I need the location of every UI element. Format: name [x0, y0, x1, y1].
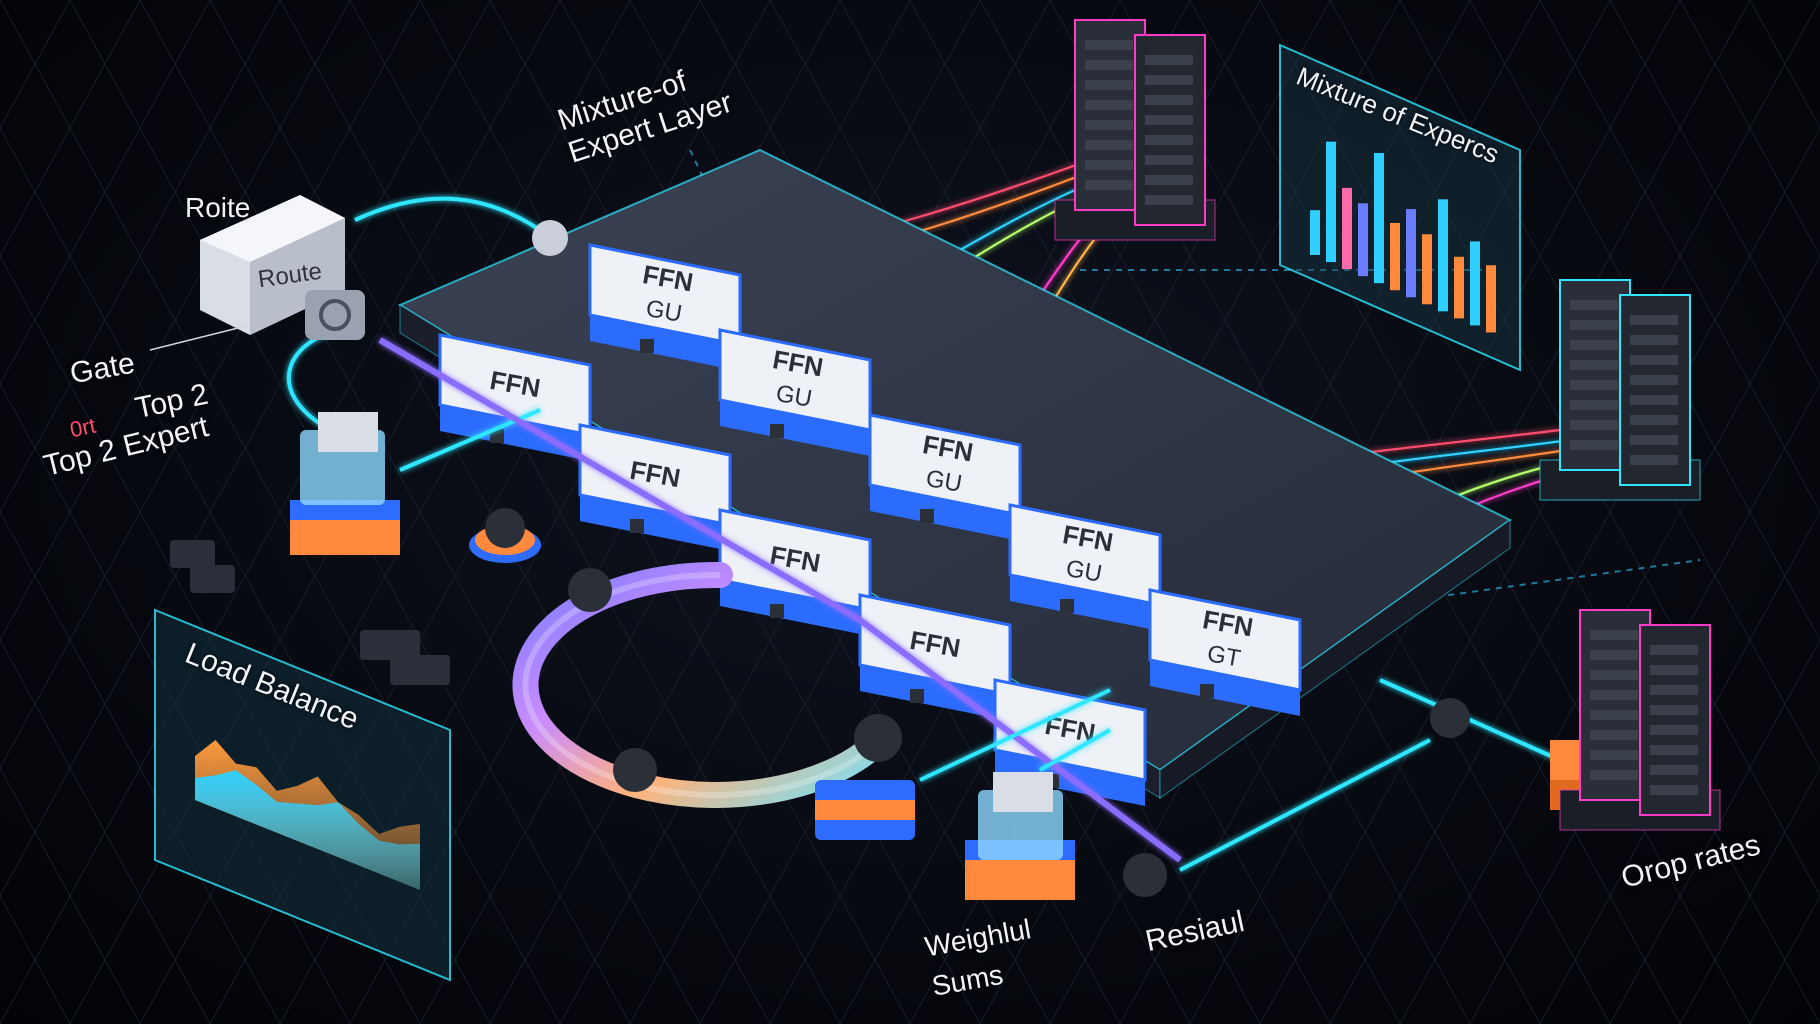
server-rack-icon [1559, 609, 1721, 831]
load-area-series-b [195, 770, 420, 890]
moe-bar [1406, 209, 1416, 298]
gate-cube-icon [290, 412, 400, 555]
expert-sublabel: GU [924, 465, 964, 498]
expert-block: FFN [438, 333, 592, 461]
server-cluster [1054, 19, 1721, 831]
expert-block: FFN [718, 508, 872, 636]
moe-bar [1326, 141, 1336, 263]
expert-sublabel: GU [1064, 555, 1104, 588]
coupler-icon [469, 220, 1470, 897]
expert-sublabel: GT [1205, 640, 1243, 672]
server-rack-icon [1539, 279, 1701, 501]
callout-lines [149, 324, 251, 351]
load-balance-chart [195, 740, 420, 890]
moe-chart-bars [1310, 141, 1496, 333]
moe-bar [1342, 187, 1352, 270]
moe-bar [1486, 265, 1496, 333]
moe-bar [1390, 223, 1400, 291]
moe-bar [1374, 152, 1384, 284]
router-caption: Roite [185, 192, 251, 223]
key-blocks [170, 540, 450, 685]
moe-chart-panel [1279, 43, 1521, 372]
load-balance-panel [154, 608, 451, 982]
moe-bar [1454, 256, 1464, 319]
server-rack-icon [1054, 19, 1216, 241]
expert-block: FFN [578, 423, 732, 551]
expert-sublabel: GU [774, 380, 814, 413]
moe-bar [1358, 203, 1368, 277]
moe-bar [1438, 199, 1448, 312]
moe-bar [1310, 210, 1320, 255]
moe-bar [1422, 234, 1432, 305]
moe-bar [1470, 241, 1480, 326]
expert-sublabel: GU [644, 295, 684, 328]
router-block-icon [200, 195, 365, 340]
gate-cube-icon [965, 772, 1075, 900]
